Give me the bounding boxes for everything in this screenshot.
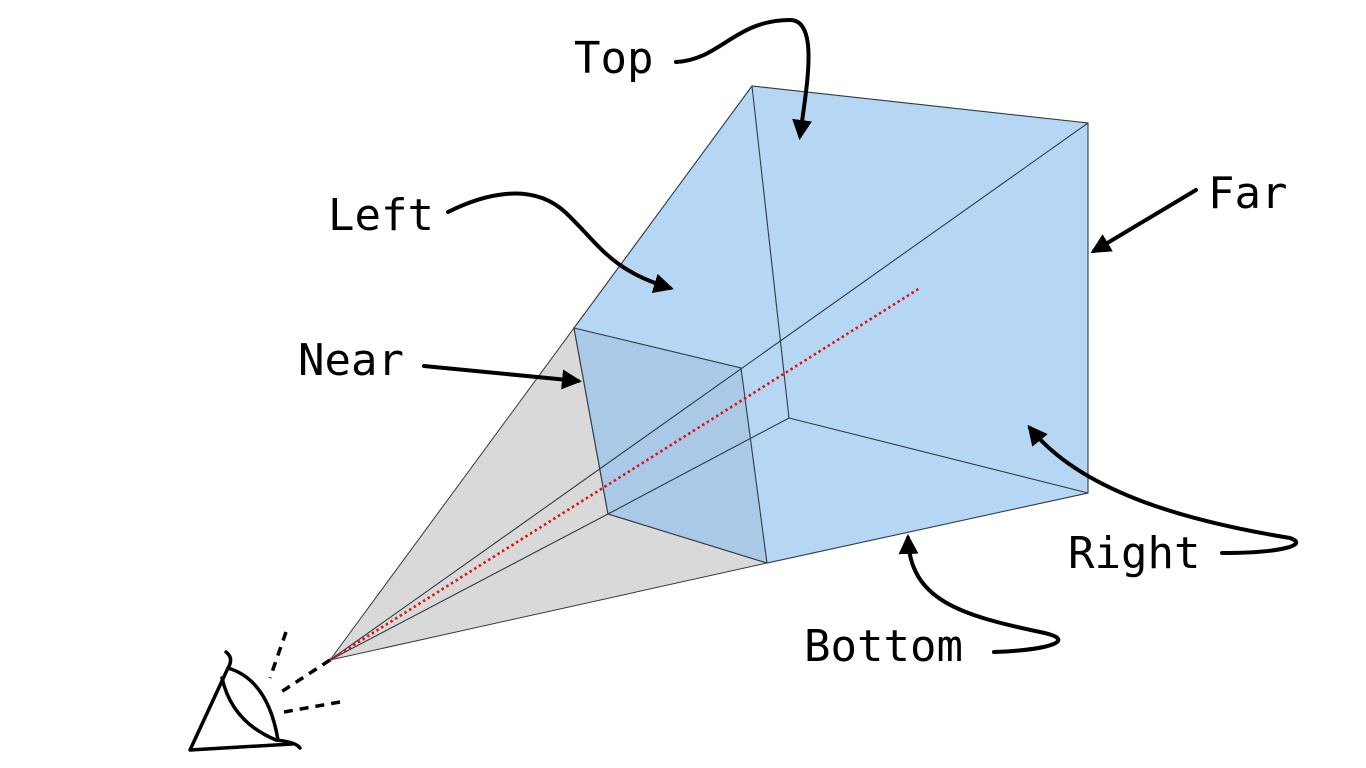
label-near: Near: [298, 335, 404, 386]
label-bottom: Bottom: [804, 621, 963, 672]
eye-icon: [188, 631, 341, 752]
frustum-edge-far-bottom: [788, 417, 1089, 494]
frustum-edge-top-right: [751, 85, 790, 419]
near-arrow: [422, 364, 582, 390]
top-arrow: [674, 18, 812, 140]
pyramid-edge-lower: [329, 513, 609, 661]
label-top: Top: [574, 33, 653, 84]
right-arrow: [1027, 424, 1299, 555]
left-arrow: [446, 191, 674, 293]
label-left: Left: [328, 190, 434, 241]
view-axis: [329, 286, 921, 662]
frustum-edge-inner-bottom: [607, 417, 790, 515]
bottom-arrow: [898, 534, 1061, 654]
label-right: Right: [1068, 528, 1200, 579]
frustum-edge-diagonal: [329, 122, 1089, 661]
far-arrow: [1090, 188, 1198, 254]
label-far: Far: [1208, 168, 1287, 219]
